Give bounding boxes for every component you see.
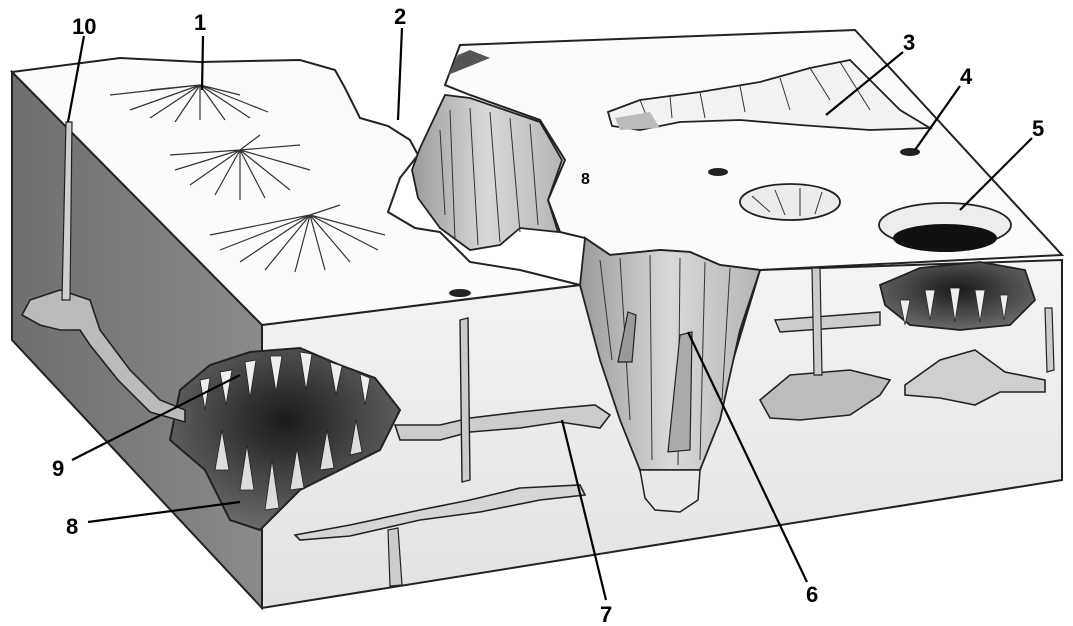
label-4: 4 [960, 64, 973, 89]
right-vertical-shaft-2 [1045, 308, 1054, 372]
label-3: 3 [903, 30, 915, 55]
cave-shaft-front [460, 318, 470, 482]
leader-1 [202, 36, 203, 90]
label-9: 9 [52, 456, 64, 481]
label-8-surface: 8 [581, 171, 590, 188]
ponor-middle [708, 168, 728, 176]
label-8-cave: 8 [66, 514, 78, 539]
right-vertical-shaft-1 [812, 268, 822, 375]
label-10: 10 [72, 14, 96, 39]
label-6: 6 [806, 582, 818, 607]
label-2: 2 [394, 4, 406, 29]
label-7: 7 [600, 602, 612, 626]
leader-2 [398, 28, 402, 120]
label-5: 5 [1032, 116, 1044, 141]
doline-deep-hole [893, 224, 997, 252]
ponor-left [449, 289, 471, 297]
ponor-right [900, 148, 920, 156]
doline-shallow [740, 184, 840, 220]
label-1: 1 [194, 10, 206, 35]
